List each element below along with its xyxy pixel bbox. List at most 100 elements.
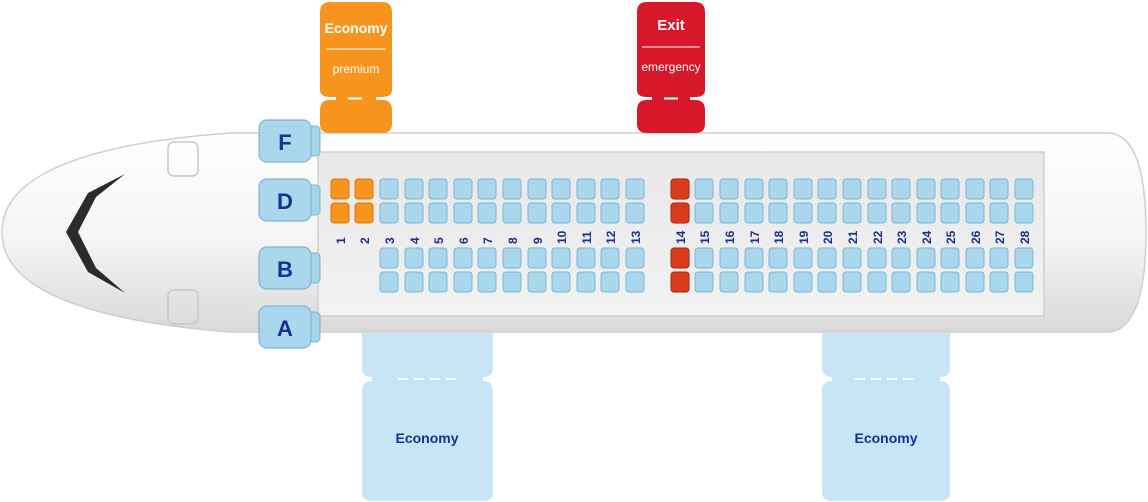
seat-27b[interactable]	[989, 247, 1009, 269]
seat-14b[interactable]	[670, 247, 690, 269]
seat-12b[interactable]	[600, 247, 620, 269]
seat-10f[interactable]	[551, 178, 571, 200]
seat-26f[interactable]	[965, 178, 985, 200]
seat-20d[interactable]	[817, 202, 837, 224]
seat-22d[interactable]	[867, 202, 887, 224]
seat-5a[interactable]	[428, 271, 448, 293]
seat-2d[interactable]	[354, 202, 374, 224]
seat-21b[interactable]	[842, 247, 862, 269]
seat-19b[interactable]	[793, 247, 813, 269]
seat-26a[interactable]	[965, 271, 985, 293]
seat-28b[interactable]	[1014, 247, 1034, 269]
seat-13f[interactable]	[625, 178, 645, 200]
seat-7a[interactable]	[477, 271, 497, 293]
seat-21a[interactable]	[842, 271, 862, 293]
seat-3b[interactable]	[379, 247, 399, 269]
seat-24a[interactable]	[916, 271, 936, 293]
seat-11a[interactable]	[576, 271, 596, 293]
seat-15b[interactable]	[694, 247, 714, 269]
seat-10d[interactable]	[551, 202, 571, 224]
seat-9b[interactable]	[527, 247, 547, 269]
seat-19f[interactable]	[793, 178, 813, 200]
seat-28a[interactable]	[1014, 271, 1034, 293]
seat-12d[interactable]	[600, 202, 620, 224]
seat-22f[interactable]	[867, 178, 887, 200]
seat-3d[interactable]	[379, 202, 399, 224]
seat-9d[interactable]	[527, 202, 547, 224]
seat-4f[interactable]	[404, 178, 424, 200]
seat-1f[interactable]	[330, 178, 350, 200]
seat-5f[interactable]	[428, 178, 448, 200]
seat-15f[interactable]	[694, 178, 714, 200]
seat-13b[interactable]	[625, 247, 645, 269]
seat-5b[interactable]	[428, 247, 448, 269]
seat-17a[interactable]	[744, 271, 764, 293]
seat-11d[interactable]	[576, 202, 596, 224]
seat-17d[interactable]	[744, 202, 764, 224]
seat-5d[interactable]	[428, 202, 448, 224]
seat-3f[interactable]	[379, 178, 399, 200]
seat-6f[interactable]	[453, 178, 473, 200]
seat-8f[interactable]	[502, 178, 522, 200]
seat-4d[interactable]	[404, 202, 424, 224]
seat-28f[interactable]	[1014, 178, 1034, 200]
seat-6b[interactable]	[453, 247, 473, 269]
seat-23a[interactable]	[891, 271, 911, 293]
seat-22b[interactable]	[867, 247, 887, 269]
seat-16a[interactable]	[719, 271, 739, 293]
seat-25a[interactable]	[940, 271, 960, 293]
seat-25d[interactable]	[940, 202, 960, 224]
seat-8a[interactable]	[502, 271, 522, 293]
seat-27d[interactable]	[989, 202, 1009, 224]
seat-16b[interactable]	[719, 247, 739, 269]
seat-14a[interactable]	[670, 271, 690, 293]
seat-16d[interactable]	[719, 202, 739, 224]
seat-20f[interactable]	[817, 178, 837, 200]
seat-16f[interactable]	[719, 178, 739, 200]
seat-27a[interactable]	[989, 271, 1009, 293]
seat-21f[interactable]	[842, 178, 862, 200]
seat-10b[interactable]	[551, 247, 571, 269]
seat-7f[interactable]	[477, 178, 497, 200]
seat-19a[interactable]	[793, 271, 813, 293]
seat-18d[interactable]	[768, 202, 788, 224]
seat-14d[interactable]	[670, 202, 690, 224]
seat-19d[interactable]	[793, 202, 813, 224]
seat-20b[interactable]	[817, 247, 837, 269]
seat-21d[interactable]	[842, 202, 862, 224]
seat-13d[interactable]	[625, 202, 645, 224]
seat-4b[interactable]	[404, 247, 424, 269]
seat-23f[interactable]	[891, 178, 911, 200]
seat-24b[interactable]	[916, 247, 936, 269]
seat-12f[interactable]	[600, 178, 620, 200]
seat-9f[interactable]	[527, 178, 547, 200]
seat-25b[interactable]	[940, 247, 960, 269]
seat-3a[interactable]	[379, 271, 399, 293]
seat-24d[interactable]	[916, 202, 936, 224]
seat-8b[interactable]	[502, 247, 522, 269]
seat-6d[interactable]	[453, 202, 473, 224]
seat-28d[interactable]	[1014, 202, 1034, 224]
seat-23d[interactable]	[891, 202, 911, 224]
seat-26d[interactable]	[965, 202, 985, 224]
seat-18b[interactable]	[768, 247, 788, 269]
seat-26b[interactable]	[965, 247, 985, 269]
seat-9a[interactable]	[527, 271, 547, 293]
seat-15a[interactable]	[694, 271, 714, 293]
seat-12a[interactable]	[600, 271, 620, 293]
seat-2f[interactable]	[354, 178, 374, 200]
seat-10a[interactable]	[551, 271, 571, 293]
seat-27f[interactable]	[989, 178, 1009, 200]
seat-17f[interactable]	[744, 178, 764, 200]
seat-17b[interactable]	[744, 247, 764, 269]
seat-7d[interactable]	[477, 202, 497, 224]
seat-23b[interactable]	[891, 247, 911, 269]
seat-11f[interactable]	[576, 178, 596, 200]
seat-25f[interactable]	[940, 178, 960, 200]
seat-8d[interactable]	[502, 202, 522, 224]
seat-6a[interactable]	[453, 271, 473, 293]
seat-14f[interactable]	[670, 178, 690, 200]
seat-22a[interactable]	[867, 271, 887, 293]
seat-13a[interactable]	[625, 271, 645, 293]
seat-1d[interactable]	[330, 202, 350, 224]
